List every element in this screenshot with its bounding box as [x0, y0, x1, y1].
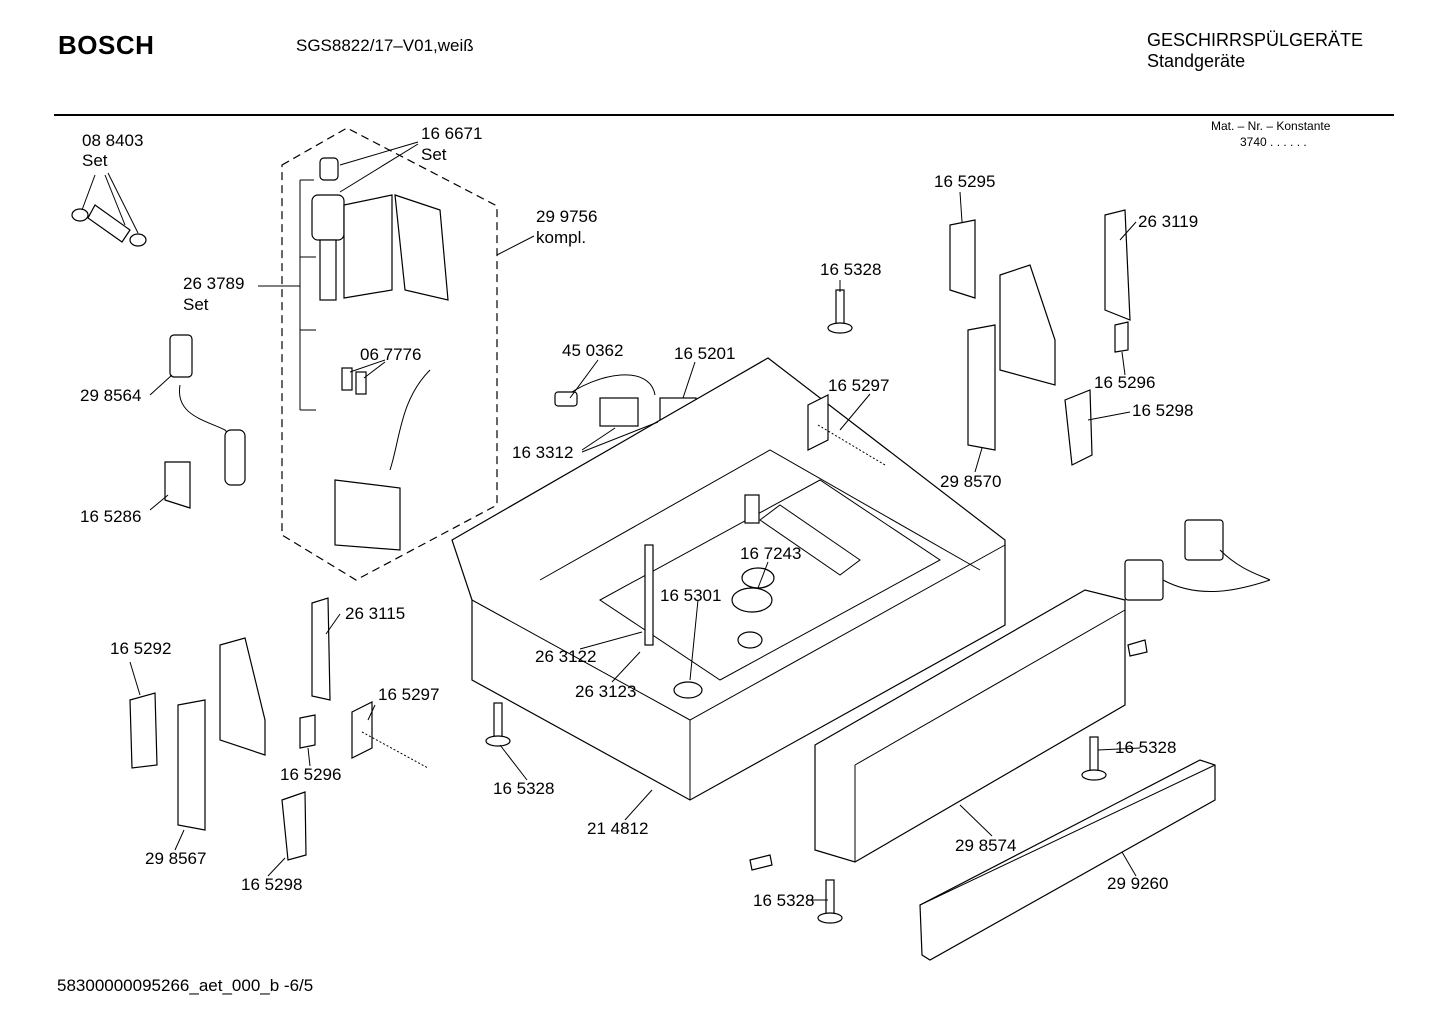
valve-cable [389, 369, 431, 471]
spring-right [807, 394, 886, 466]
appliance-subcategory: Standgeräte [1147, 51, 1246, 71]
screw-left [485, 702, 511, 747]
connector-06-7776-b [355, 371, 367, 395]
part-label: 16 5296 [1094, 373, 1155, 392]
part-label: 16 5295 [934, 172, 995, 191]
clip-part [164, 461, 191, 509]
part-label: 29 8567 [145, 849, 206, 868]
part-label: Set [82, 151, 108, 170]
part-label: 26 3122 [535, 647, 596, 666]
header-divider [54, 114, 1394, 116]
part-label: 45 0362 [562, 341, 623, 360]
material-number-label: Mat. – Nr. – Konstante [1211, 119, 1331, 133]
part-label: 26 3123 [575, 682, 636, 701]
part-label: 06 7776 [360, 345, 421, 364]
part-label: 26 3789 [183, 274, 244, 293]
part-label: 16 7243 [740, 544, 801, 563]
part-label: 26 3119 [1138, 212, 1198, 231]
part-label: Set [421, 145, 447, 164]
damper-16-5298-right [1064, 389, 1093, 466]
part-label: 29 9260 [1107, 874, 1168, 893]
screw-top [827, 289, 853, 334]
cover-16-5292 [129, 692, 158, 769]
kick-plate-part [814, 589, 1126, 863]
part-label: 16 5328 [1115, 738, 1176, 757]
bracket-assembly-left [219, 637, 266, 756]
part-label: 16 5292 [110, 639, 171, 658]
trim-strip-part [919, 759, 1216, 961]
part-label: 16 5328 [753, 891, 814, 910]
screw-bottom [817, 879, 843, 924]
bracket-29-8567 [177, 699, 206, 831]
part-label: 29 8574 [955, 836, 1016, 855]
connector-06-7776-a [341, 367, 353, 391]
part-label: 16 5328 [493, 779, 554, 798]
model-number: SGS8822/17–V01,weiß [296, 36, 474, 55]
part-number-labels: 08 8403 Set 16 6671 Set 29 9756 kompl. 2… [80, 124, 1198, 910]
small-screw [749, 854, 773, 871]
part-label: 16 5296 [280, 765, 341, 784]
part-label: kompl. [536, 228, 586, 247]
part-label: 16 5298 [1132, 401, 1193, 420]
side-screw [1127, 639, 1148, 657]
part-label: 16 5297 [378, 685, 439, 704]
damper-16-5298-left [281, 791, 307, 861]
part-label: 16 3312 [512, 443, 573, 462]
appliance-category: GESCHIRRSPÜLGERÄTE [1147, 30, 1364, 50]
part-label: Set [183, 295, 209, 314]
screw-right [1081, 736, 1107, 781]
part-label: 16 5301 [660, 586, 721, 605]
brand-logo: BOSCH [58, 30, 155, 60]
part-label: 26 3115 [345, 604, 405, 623]
spring-left [351, 701, 429, 769]
base-tub-part [451, 357, 1006, 801]
part-label: 29 8564 [80, 386, 141, 405]
hose-clamp-set-part [71, 204, 147, 247]
part-label: 16 5328 [820, 260, 881, 279]
bracket-26-3115 [311, 597, 331, 701]
part-label: 29 9756 [536, 207, 597, 226]
part-label: 16 5298 [241, 875, 302, 894]
part-label: 16 6671 [421, 124, 482, 143]
bracket-26-3119 [1104, 209, 1131, 321]
bracket-assembly-right [999, 264, 1056, 386]
inlet-valve-part [311, 157, 449, 551]
part-label: 16 5201 [674, 344, 735, 363]
clip-16-5296-left [299, 714, 316, 749]
bracket-16-5295 [949, 219, 976, 299]
material-number-value: 3740 . . . . . . [1240, 135, 1307, 149]
clip-16-5296-right [1114, 321, 1129, 353]
bracket-29-8570 [967, 324, 996, 451]
part-label: 29 8570 [940, 472, 1001, 491]
part-label: 21 4812 [587, 819, 648, 838]
part-label: 16 5297 [828, 376, 889, 395]
spring-hose-part [169, 334, 246, 486]
part-label: 16 5286 [80, 507, 141, 526]
leader-lines [81, 141, 1141, 901]
wire-harness-part [1124, 519, 1271, 601]
part-label: 08 8403 [82, 131, 143, 150]
document-id-footer: 58300000095266_aet_000_b -6/5 [57, 976, 314, 995]
